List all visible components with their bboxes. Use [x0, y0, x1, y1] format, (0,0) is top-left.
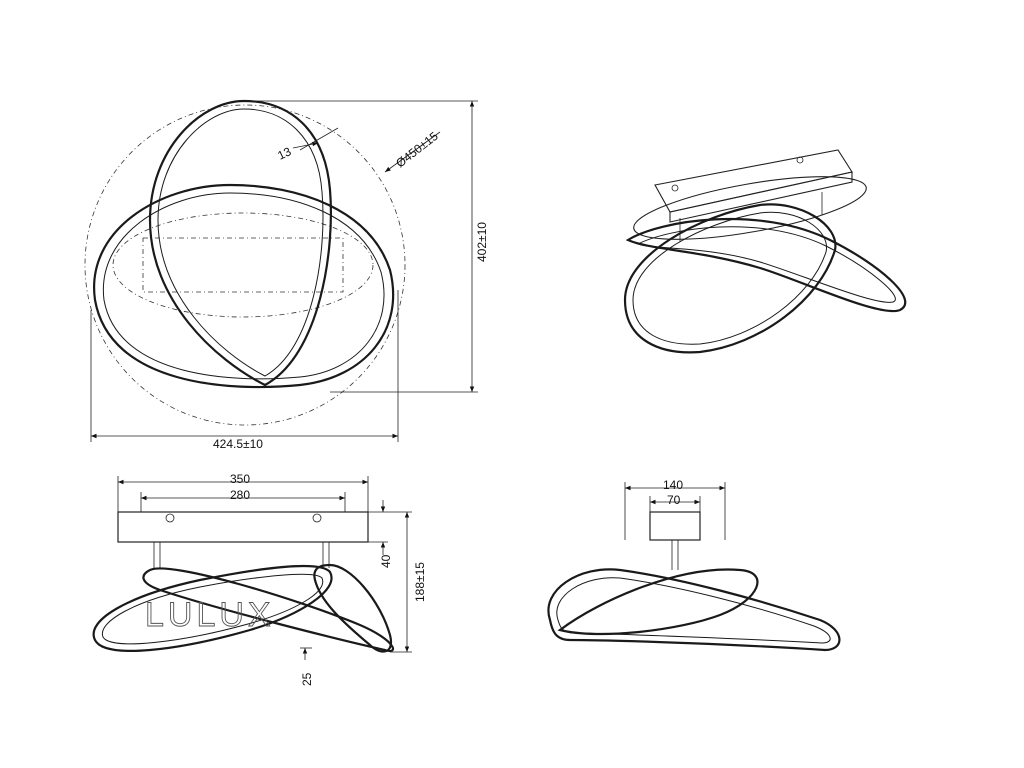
iso-base-side: [669, 171, 853, 223]
front-screw-left: [165, 513, 175, 523]
base-height-label: 40: [379, 554, 393, 568]
iso-screw-right: [796, 156, 804, 164]
side-ring-top: [557, 568, 759, 636]
cut-width-arrow: [292, 141, 319, 149]
diameter-label: Ø450±15: [393, 129, 441, 171]
top-view: 13 Ø450±15 402±10 424.5±10: [84, 99, 489, 451]
width-label: 424.5±10: [213, 437, 263, 451]
height-label: 402±10: [475, 222, 489, 262]
front-ring-diagonal: [142, 567, 395, 653]
total-height-label: 188±15: [413, 562, 427, 602]
side-base: [649, 511, 701, 541]
isometric-view: [623, 149, 907, 354]
cut-width-leader: [299, 127, 339, 151]
iso-canopy: [633, 176, 867, 240]
front-view: 350 280 40 188±15 25 LULUX: [92, 472, 427, 686]
outer-diameter-circle: [84, 104, 406, 426]
side-spacing-label: 70: [667, 493, 681, 507]
top-left-loop: [93, 183, 395, 389]
canopy-ellipse: [112, 212, 374, 318]
front-screw-right: [312, 513, 322, 523]
iso-ring-bottom: [623, 203, 837, 354]
front-ring-right: [313, 563, 393, 653]
side-ring-bottom: [547, 568, 841, 652]
front-ring-left: [92, 564, 333, 652]
ring-height-label: 25: [300, 672, 314, 686]
top-vertical-loop: [148, 99, 332, 387]
diameter-leader: [384, 131, 441, 173]
base-length-label: 350: [230, 472, 250, 486]
side-width-label: 140: [663, 478, 683, 492]
iso-ring-top: [625, 217, 907, 313]
side-view: 140 70: [547, 478, 841, 652]
front-base: [117, 511, 369, 543]
mount-spacing-label: 280: [230, 488, 250, 502]
watermark-text: LULUX: [145, 596, 275, 634]
mounting-plate-outline: [142, 237, 344, 293]
iso-base-top: [654, 149, 853, 213]
cut-width-label: 13: [275, 144, 293, 162]
iso-screw-left: [671, 184, 679, 192]
